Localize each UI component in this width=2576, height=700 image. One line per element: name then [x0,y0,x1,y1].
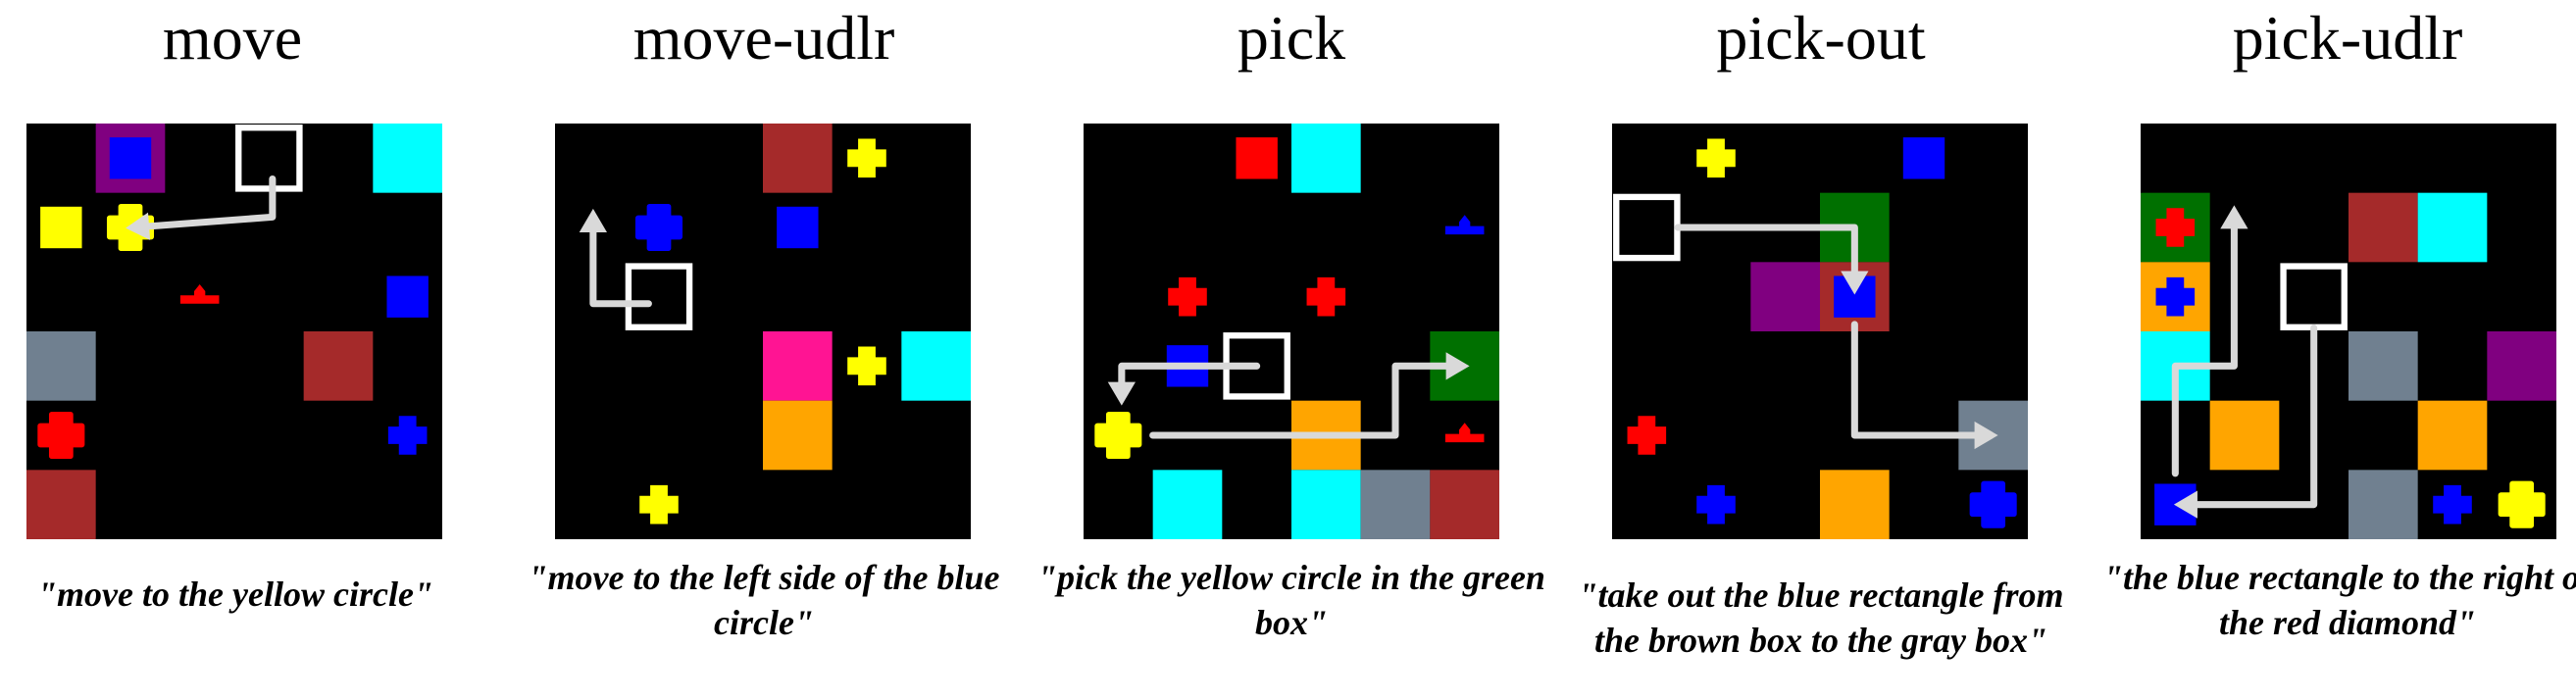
yellow-circle [1094,411,1142,460]
gray-box [1360,470,1431,539]
gray-box [2349,470,2418,539]
red-triangle [179,283,220,304]
blue-diamond [2155,276,2196,317]
yellow-rectangle [40,206,82,249]
red-diamond [1306,276,1346,317]
blue-circle [1969,480,2017,528]
panel-title-pick-out: pick-out [1716,3,1926,73]
grid-world-pick [1084,124,1499,539]
instruction-path [2178,324,2318,509]
brown-box [2349,192,2418,263]
caption-move: "move to the yellow circle" [37,575,433,614]
arrowhead-icon [1445,352,1470,380]
grid-world-pick-out [1612,124,2028,539]
instruction-path-2 [1149,362,1465,439]
instruction-path [130,175,277,231]
caption-pick-udlr: "the blue rectangle to the right of the … [2103,558,2576,642]
red-diamond [1168,276,1207,317]
red-circle [37,411,85,460]
panel-title-pick-udlr: pick-udlr [2232,3,2463,73]
instruction-path-2 [2171,210,2238,477]
grid-world-pick-udlr [2141,124,2556,539]
brown-box [26,470,96,539]
blue-rectangle [1902,137,1945,179]
panel-title-pick: pick [1237,3,1346,73]
gray-box [26,331,96,401]
yellow-diamond [847,138,886,178]
arrowhead-icon [1841,271,1869,295]
blue-triangle [1444,215,1485,235]
grid-world-move-udlr [555,124,971,539]
yellow-diamond [847,346,886,386]
brown-box [1430,470,1499,539]
cyan-box [901,331,971,401]
arrowhead-icon [2220,205,2248,229]
red-diamond [1627,416,1667,455]
purple-box [2487,331,2556,401]
blue-rectangle [386,275,429,318]
blue-diamond [387,416,428,455]
arrowhead-icon [126,212,151,240]
arrowhead-icon [579,208,607,232]
cyan-box [1152,470,1223,539]
red-triangle [1444,423,1485,443]
cyan-box [1291,470,1361,539]
cyan-box [2417,192,2488,263]
instruction-path [1674,224,1858,290]
yellow-circle [2498,480,2546,528]
yellow-diamond [1696,138,1736,178]
orange-box [1820,470,1890,539]
blue-diamond [2433,484,2472,525]
cyan-box [373,124,442,193]
pink-box [763,331,833,401]
cyan-box [1291,124,1361,193]
gray-box [2349,331,2418,401]
grid-world-move [26,124,442,539]
panel-title-move-udlr: move-udlr [632,3,895,73]
red-diamond [2155,208,2196,247]
caption-pick-out: "take out the blue rectangle from the br… [1578,575,2064,660]
brown-box [303,331,374,401]
instruction-path [589,213,652,308]
red-rectangle [1236,137,1278,179]
instruction-path-2 [1850,321,1994,439]
blue-rectangle [109,137,152,179]
arrowhead-icon [2173,490,2197,519]
yellow-diamond [639,484,679,525]
caption-move-udlr: "move to the left side of the blue circl… [528,558,1000,642]
panel-title-move: move [162,3,303,73]
orange-box [2209,400,2280,471]
blue-diamond [1696,484,1736,525]
blue-rectangle [777,206,819,249]
agent-square [625,263,693,330]
caption-pick: "pick the yellow circle in the green box… [1037,558,1545,642]
arrowhead-icon [1107,381,1136,406]
blue-circle [634,203,683,252]
arrowhead-icon [1974,421,1998,450]
orange-box [2417,400,2488,471]
brown-box [763,124,833,193]
orange-box [763,400,833,471]
purple-box [1750,262,1820,331]
